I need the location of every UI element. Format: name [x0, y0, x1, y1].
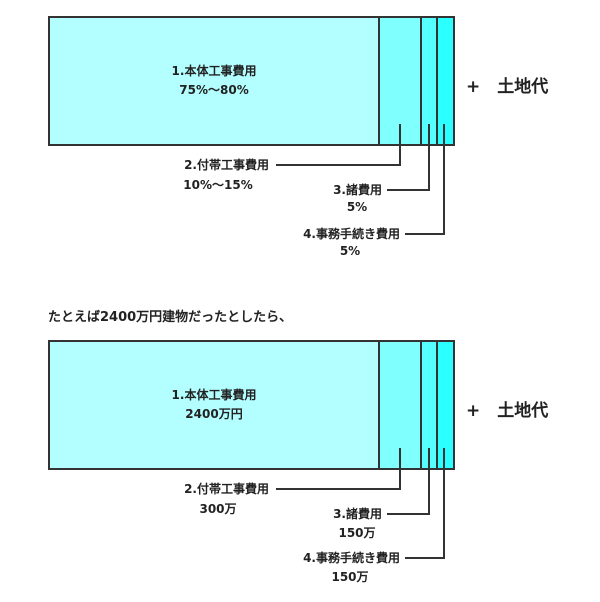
item-label: 4.事務手続き費用: [303, 227, 400, 241]
land-cost-label: + 土地代: [466, 77, 549, 97]
item-value: 150万: [338, 526, 376, 540]
cost-bar: 1.本体工事費用 75%〜80%: [48, 16, 455, 146]
item-label: 4.事務手続き費用: [303, 551, 400, 565]
item-label: 2.付帯工事費用: [184, 158, 269, 172]
leader-line: [443, 124, 445, 235]
leader-line: [387, 513, 430, 515]
leader-line: [387, 189, 430, 191]
segment-ancillary: [380, 18, 422, 144]
segment-main-construction: 1.本体工事費用 2400万円: [50, 342, 380, 468]
segment-misc: [422, 342, 438, 468]
leader-line: [276, 164, 401, 166]
segment-admin: [438, 342, 453, 468]
leader-line: [405, 233, 445, 235]
leader-line: [276, 488, 401, 490]
item-value: 300万: [199, 502, 237, 516]
segment-misc: [422, 18, 438, 144]
segment-value: 75%〜80%: [179, 83, 249, 97]
leader-line: [428, 448, 430, 515]
segment-label: 1.本体工事費用: [171, 388, 257, 402]
item-value: 5%: [339, 244, 361, 258]
segment-ancillary: [380, 342, 422, 468]
segment-label: 1.本体工事費用: [171, 64, 257, 78]
leader-line: [399, 448, 401, 490]
segment-main-construction: 1.本体工事費用 75%〜80%: [50, 18, 380, 144]
leader-line: [428, 124, 430, 191]
item-label: 3.諸費用: [333, 183, 382, 197]
item-label: 2.付帯工事費用: [184, 482, 269, 496]
segment-value: 2400万円: [185, 407, 243, 421]
leader-line: [405, 557, 445, 559]
land-cost-label: + 土地代: [466, 401, 549, 421]
leader-line: [399, 124, 401, 166]
item-value: 10%〜15%: [183, 178, 253, 192]
cost-bar: 1.本体工事費用 2400万円: [48, 340, 455, 470]
leader-line: [443, 448, 445, 559]
item-value: 150万: [331, 570, 369, 584]
item-label: 3.諸費用: [333, 507, 382, 521]
item-value: 5%: [346, 200, 368, 214]
intro-text: たとえば2400万円建物だったとしたら、: [48, 310, 293, 325]
segment-admin: [438, 18, 453, 144]
